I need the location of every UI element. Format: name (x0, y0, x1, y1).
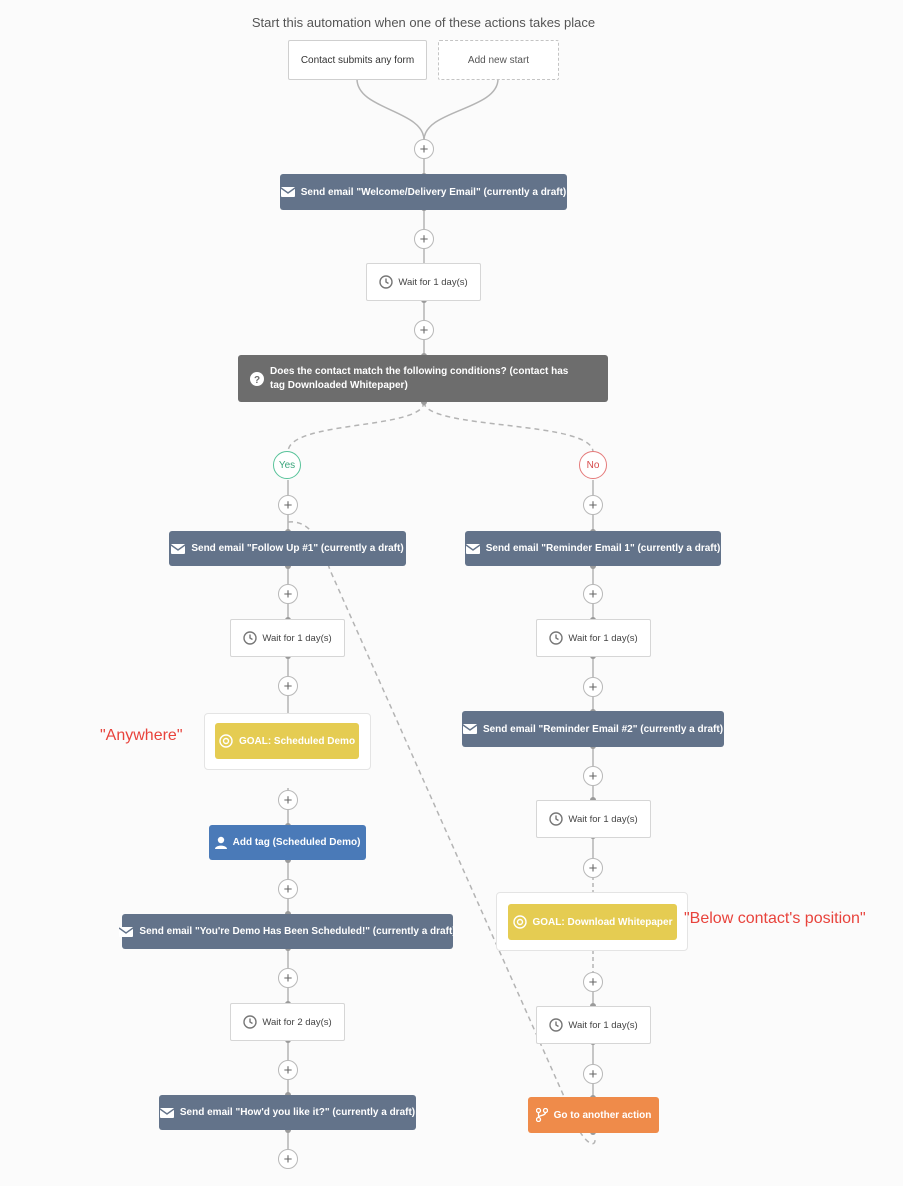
wait-step[interactable]: Wait for 1 day(s) (536, 619, 651, 657)
wait-label: Wait for 1 day(s) (398, 276, 468, 288)
target-icon (512, 915, 527, 929)
add-action-button[interactable]: + (278, 790, 298, 810)
add-action-button[interactable]: + (414, 139, 434, 159)
goal-download-whitepaper[interactable]: GOAL: Download Whitepaper (508, 904, 677, 940)
wait-label: Wait for 1 day(s) (568, 813, 638, 825)
add-action-button[interactable]: + (278, 495, 298, 515)
goal-scheduled-demo[interactable]: GOAL: Scheduled Demo (215, 723, 359, 759)
clock-icon (549, 1018, 564, 1032)
annotation-anywhere: "Anywhere" (100, 727, 183, 744)
clock-icon (243, 1015, 258, 1029)
envelope-icon (159, 1107, 174, 1118)
condition-label: Does the contact match the following con… (270, 365, 569, 391)
send-email-follow-up[interactable]: Send email "Follow Up #1" (currently a d… (169, 531, 406, 566)
no-branch-label: No (579, 451, 607, 479)
add-action-button[interactable]: + (278, 879, 298, 899)
add-action-button[interactable]: + (583, 972, 603, 992)
svg-text:?: ? (254, 375, 260, 386)
envelope-icon (119, 926, 134, 937)
send-email-reminder-2[interactable]: Send email "Reminder Email #2" (currentl… (462, 711, 724, 747)
node-label: Send email "Follow Up #1" (currently a d… (191, 543, 404, 554)
wait-step[interactable]: Wait for 2 day(s) (230, 1003, 345, 1041)
target-icon (219, 734, 233, 748)
add-action-button[interactable]: + (583, 1064, 603, 1084)
add-action-button[interactable]: + (583, 677, 603, 697)
envelope-icon (462, 724, 477, 734)
node-label: Send email "Reminder Email 1" (currently… (485, 543, 721, 554)
add-action-button[interactable]: + (278, 1060, 298, 1080)
add-action-button[interactable]: + (414, 229, 434, 249)
wait-step[interactable]: Wait for 1 day(s) (536, 800, 651, 838)
add-action-button[interactable]: + (583, 858, 603, 878)
condition-step[interactable]: ? Does the contact match the following c… (238, 355, 608, 402)
send-email-how-did-you-like-it[interactable]: Send email "How'd you like it?" (current… (159, 1095, 416, 1130)
send-email-demo-scheduled[interactable]: Send email "You're Demo Has Been Schedul… (119, 914, 456, 949)
add-action-button[interactable]: + (278, 676, 298, 696)
clock-icon (379, 275, 394, 289)
wait-label: Wait for 1 day(s) (262, 632, 332, 644)
envelope-icon (465, 543, 480, 554)
automation-start-header: Start this automation when one of these … (251, 15, 596, 30)
clock-icon (549, 631, 564, 645)
add-action-button[interactable]: + (583, 495, 603, 515)
node-label: Send email "How'd you like it?" (current… (179, 1107, 416, 1118)
branch-icon (535, 1108, 548, 1122)
add-new-start-button[interactable]: Add new start (438, 40, 559, 80)
send-email-welcome[interactable]: Send email "Welcome/Delivery Email" (cur… (280, 174, 567, 210)
wait-label: Wait for 1 day(s) (568, 632, 638, 644)
send-email-reminder-1[interactable]: Send email "Reminder Email 1" (currently… (465, 531, 721, 566)
wait-label: Wait for 1 day(s) (568, 1019, 638, 1031)
add-tag-scheduled-demo[interactable]: Add tag (Scheduled Demo) (209, 825, 366, 860)
add-action-button[interactable]: + (583, 584, 603, 604)
node-label: Send email "Welcome/Delivery Email" (cur… (300, 186, 567, 198)
question-icon: ? (250, 371, 264, 386)
node-label: GOAL: Scheduled Demo (238, 735, 356, 747)
add-action-button[interactable]: + (278, 968, 298, 988)
clock-icon (549, 812, 564, 826)
envelope-icon (280, 187, 295, 197)
wait-label: Wait for 2 day(s) (262, 1016, 332, 1028)
go-to-another-action[interactable]: Go to another action (528, 1097, 659, 1133)
node-label: Send email "You're Demo Has Been Schedul… (139, 926, 456, 937)
node-label: GOAL: Download Whitepaper (532, 916, 673, 928)
start-trigger-form-submit[interactable]: Contact submits any form (288, 40, 427, 80)
annotation-below-contact-position: "Below contact's position" (684, 910, 866, 927)
add-action-button[interactable]: + (583, 766, 603, 786)
wait-step[interactable]: Wait for 1 day(s) (536, 1006, 651, 1044)
yes-branch-label: Yes (273, 451, 301, 479)
node-label: Add tag (Scheduled Demo) (232, 837, 361, 848)
wait-step[interactable]: Wait for 1 day(s) (366, 263, 481, 301)
node-label: Go to another action (553, 1109, 652, 1121)
clock-icon (243, 631, 258, 645)
add-action-button[interactable]: + (278, 1149, 298, 1169)
add-action-button[interactable]: + (414, 320, 434, 340)
envelope-icon (171, 543, 186, 554)
node-label: Send email "Reminder Email #2" (currentl… (482, 723, 724, 735)
user-icon (214, 836, 227, 849)
add-action-button[interactable]: + (278, 584, 298, 604)
wait-step[interactable]: Wait for 1 day(s) (230, 619, 345, 657)
